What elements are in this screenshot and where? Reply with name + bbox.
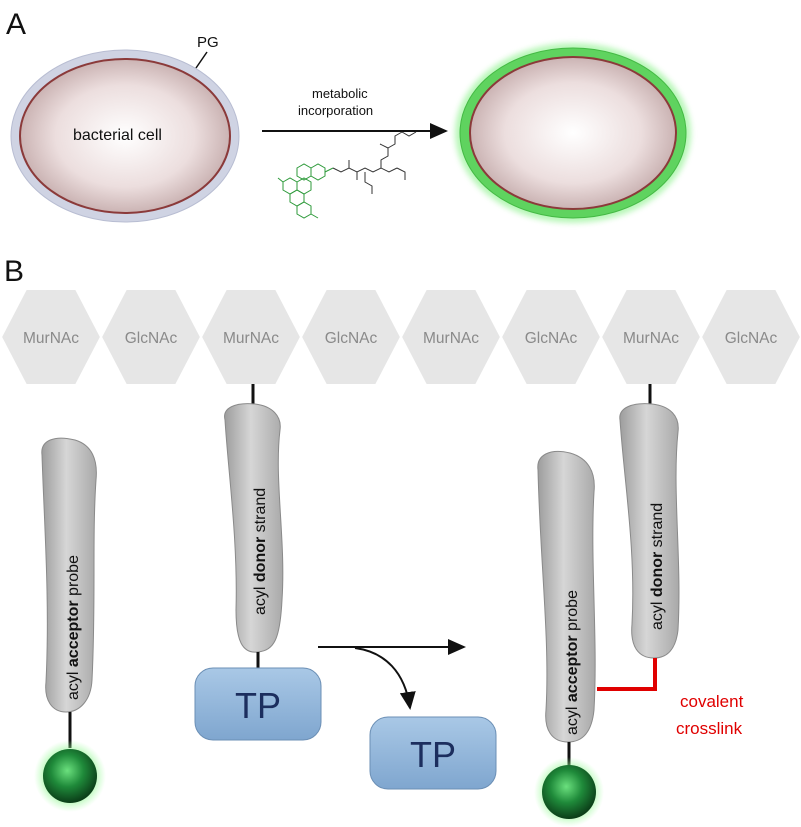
bacterial-cell-labeled — [455, 43, 691, 223]
acceptor-probe-label-right: acyl acceptor probe — [564, 590, 581, 735]
glycan-strand: MurNAc GlcNAc MurNAc GlcNAc MurNAc GlcNAc MurN… — [0, 288, 801, 386]
acceptor-probe-label-left: acyl acceptor probe — [65, 555, 82, 700]
panel-b-letter: B — [4, 255, 24, 288]
arrow-label-line2: incorporation — [298, 103, 373, 118]
acyl-donor-strand-right: acyl donor strand — [619, 403, 680, 659]
fluorophore-ball-left — [34, 740, 106, 812]
sugar-hexagon: MurNAc — [599, 288, 703, 386]
sugar-label: MurNAc — [423, 330, 479, 347]
sugar-label: GlcNAc — [725, 330, 778, 347]
fluorophore-ball-right — [534, 757, 604, 827]
acyl-donor-strand-middle: acyl donor strand — [224, 403, 284, 653]
sugar-label: MurNAc — [223, 330, 279, 347]
acyl-acceptor-probe-left: acyl acceptor probe — [41, 437, 97, 713]
acyl-acceptor-probe-right: acyl acceptor probe — [537, 450, 596, 743]
tp-release-arrow — [354, 647, 416, 710]
sugar-label: MurNAc — [623, 330, 679, 347]
tp-enzyme-released: TP — [369, 716, 497, 790]
panel-a-letter: A — [6, 8, 26, 41]
tp-label-bound: TP — [235, 685, 281, 726]
sugar-hexagon: MurNAc — [0, 288, 103, 386]
pg-pointer-line — [195, 51, 208, 69]
sugar-label: GlcNAc — [125, 330, 178, 347]
sugar-hexagon: MurNAc — [199, 288, 303, 386]
fluorescent-probe-structure — [277, 131, 417, 219]
sugar-hexagon: GlcNAc — [499, 288, 603, 386]
sugar-hexagon: GlcNAc — [699, 288, 801, 386]
donor-strand-label-middle: acyl donor strand — [252, 488, 269, 615]
donor-strand-label-right: acyl donor strand — [649, 503, 666, 630]
tp-enzyme-bound: TP — [194, 667, 322, 741]
covalent-crosslink-bond — [597, 658, 657, 691]
sugar-label: GlcNAc — [525, 330, 578, 347]
bacterial-cell-left — [10, 49, 240, 223]
crosslink-label-line1: covalent — [680, 692, 744, 711]
tp-label-released: TP — [410, 734, 456, 775]
pg-label: PG — [197, 34, 219, 51]
sugar-hexagon: MurNAc — [399, 288, 503, 386]
sugar-label: MurNAc — [23, 330, 79, 347]
crosslink-label-line2: crosslink — [676, 719, 743, 738]
bacterial-cell-label: bacterial cell — [73, 127, 162, 144]
sugar-hexagon: GlcNAc — [299, 288, 403, 386]
sugar-label: GlcNAc — [325, 330, 378, 347]
arrow-label-line1: metabolic — [312, 86, 368, 101]
sugar-hexagon: GlcNAc — [99, 288, 203, 386]
